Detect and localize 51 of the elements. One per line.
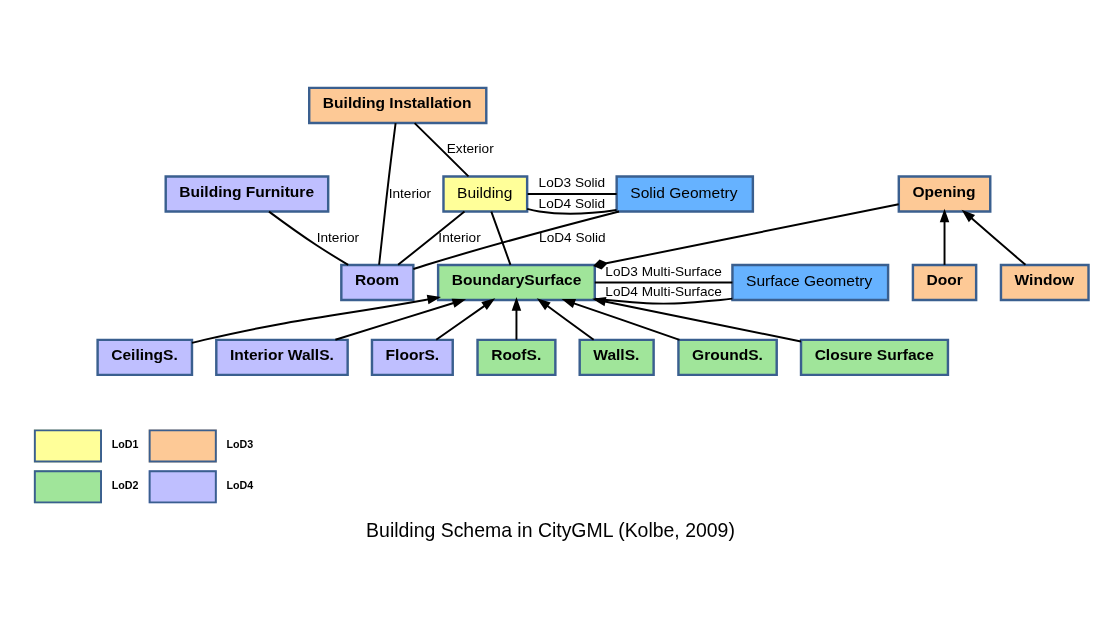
arrow (511, 297, 522, 341)
connector (268, 210, 350, 266)
node-box: WallS. (578, 338, 655, 377)
edge-label: LoD4 Solid (539, 229, 606, 245)
legend-label: LoD2 (111, 478, 139, 491)
node-box: Closure Surface (799, 338, 950, 377)
connector (526, 192, 618, 195)
node-box: RoofS. (476, 338, 557, 377)
connector (526, 207, 618, 215)
connector (593, 203, 900, 270)
caption: Building Schema in CityGML (Kolbe, 2009) (366, 519, 735, 542)
node-box: GroundS. (677, 338, 778, 377)
node-box: Interior WallS. (215, 338, 349, 377)
legend-label: LoD3 (226, 437, 254, 450)
node-box: Surface Geometry (731, 263, 890, 302)
edge-label: Interior (316, 229, 360, 245)
edge-label: LoD3 Multi-Surface (605, 263, 722, 279)
node-box: Opening (897, 175, 992, 213)
edge-label: Interior (438, 229, 481, 245)
arrow (435, 298, 496, 341)
connector (378, 122, 397, 266)
connector (412, 210, 620, 270)
arrow (939, 208, 950, 266)
node-box: Solid Geometry (615, 175, 755, 213)
node-box: Window (999, 263, 1090, 302)
node-box: Building Furniture (164, 175, 330, 213)
connector (593, 297, 734, 305)
connector (397, 210, 466, 266)
connector (593, 281, 734, 284)
arrow (961, 209, 1027, 266)
node-box: Building (442, 175, 529, 213)
node-box: BoundarySurface (436, 263, 596, 302)
arrow (561, 299, 681, 341)
node-box: CeilingS. (96, 338, 194, 377)
node-box: Room (340, 263, 415, 302)
node-box: Building Installation (308, 86, 488, 125)
node-box: Door (911, 263, 978, 302)
edge-label: LoD3 Solid (538, 175, 606, 191)
arrow (536, 298, 595, 341)
legend-label: LoD4 (226, 478, 254, 491)
edge-label: Exterior (446, 141, 494, 157)
edge-label: LoD4 Multi-Surface (605, 284, 722, 300)
edge-label: LoD4 Solid (538, 195, 606, 211)
node-box: FloorS. (370, 338, 454, 377)
connector (490, 210, 512, 266)
arrow (191, 294, 442, 344)
edge-label: Interior (388, 185, 432, 201)
arrow (592, 296, 802, 343)
connector (413, 122, 470, 178)
legend-label: LoD1 (111, 437, 139, 450)
arrow (334, 298, 467, 341)
